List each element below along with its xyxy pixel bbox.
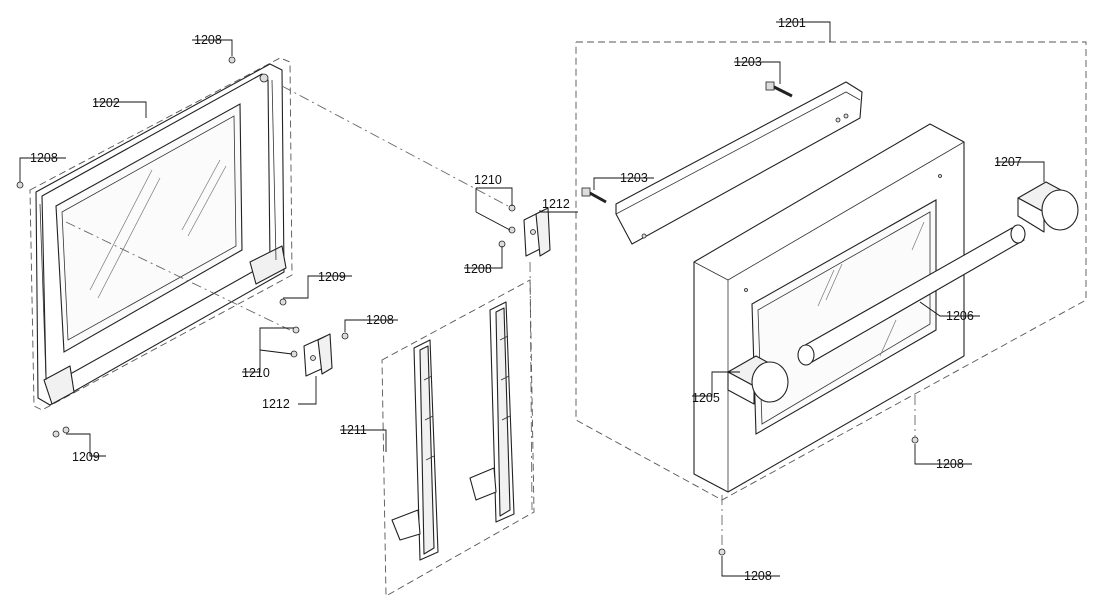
callout-1205: 1205 — [692, 391, 720, 405]
bracket-top — [523, 207, 551, 257]
right-hinge — [469, 301, 515, 523]
callout-labels: 1201 1202 1203 1203 1205 1206 1207 1208 … — [30, 16, 1022, 583]
outer-door-outline — [575, 41, 1087, 501]
left-hinge — [391, 339, 439, 561]
handle-end-cap-1205 — [727, 355, 789, 405]
callout-1208-right: 1208 — [936, 457, 964, 471]
callout-1201: 1201 — [778, 16, 806, 30]
callout-1210-top: 1210 — [474, 173, 502, 187]
callout-1212-top: 1212 — [542, 197, 570, 211]
screw-1203-upper — [765, 81, 793, 98]
callout-1208-top: 1208 — [194, 33, 222, 47]
callout-1203-lower: 1203 — [620, 171, 648, 185]
bracket-bottom — [303, 333, 333, 377]
callout-1208-bracket: 1208 — [366, 313, 394, 327]
callout-1212-bottom: 1212 — [262, 397, 290, 411]
top-trim-strip — [615, 81, 863, 245]
hinge-outline — [381, 279, 535, 597]
callout-1208-left: 1208 — [30, 151, 58, 165]
handle-end-cap-1207 — [1017, 181, 1079, 233]
handle-bar — [797, 224, 1026, 366]
callout-1208-bottom: 1208 — [744, 569, 772, 583]
callout-1211: 1211 — [340, 423, 367, 437]
screws — [16, 56, 919, 556]
leader-lines — [19, 21, 1045, 577]
screw-1203-lower — [581, 187, 607, 204]
callout-1207: 1207 — [994, 155, 1022, 169]
callout-1203-upper: 1203 — [734, 55, 762, 69]
callout-1210-bottom: 1210 — [242, 366, 270, 380]
callout-1209-bottom: 1209 — [72, 450, 100, 464]
inner-door-frame — [29, 57, 293, 411]
callout-1209-top: 1209 — [318, 270, 346, 284]
callout-1208-mid: 1208 — [464, 262, 492, 276]
callout-1206: 1206 — [946, 309, 974, 323]
callout-1202: 1202 — [92, 96, 120, 110]
